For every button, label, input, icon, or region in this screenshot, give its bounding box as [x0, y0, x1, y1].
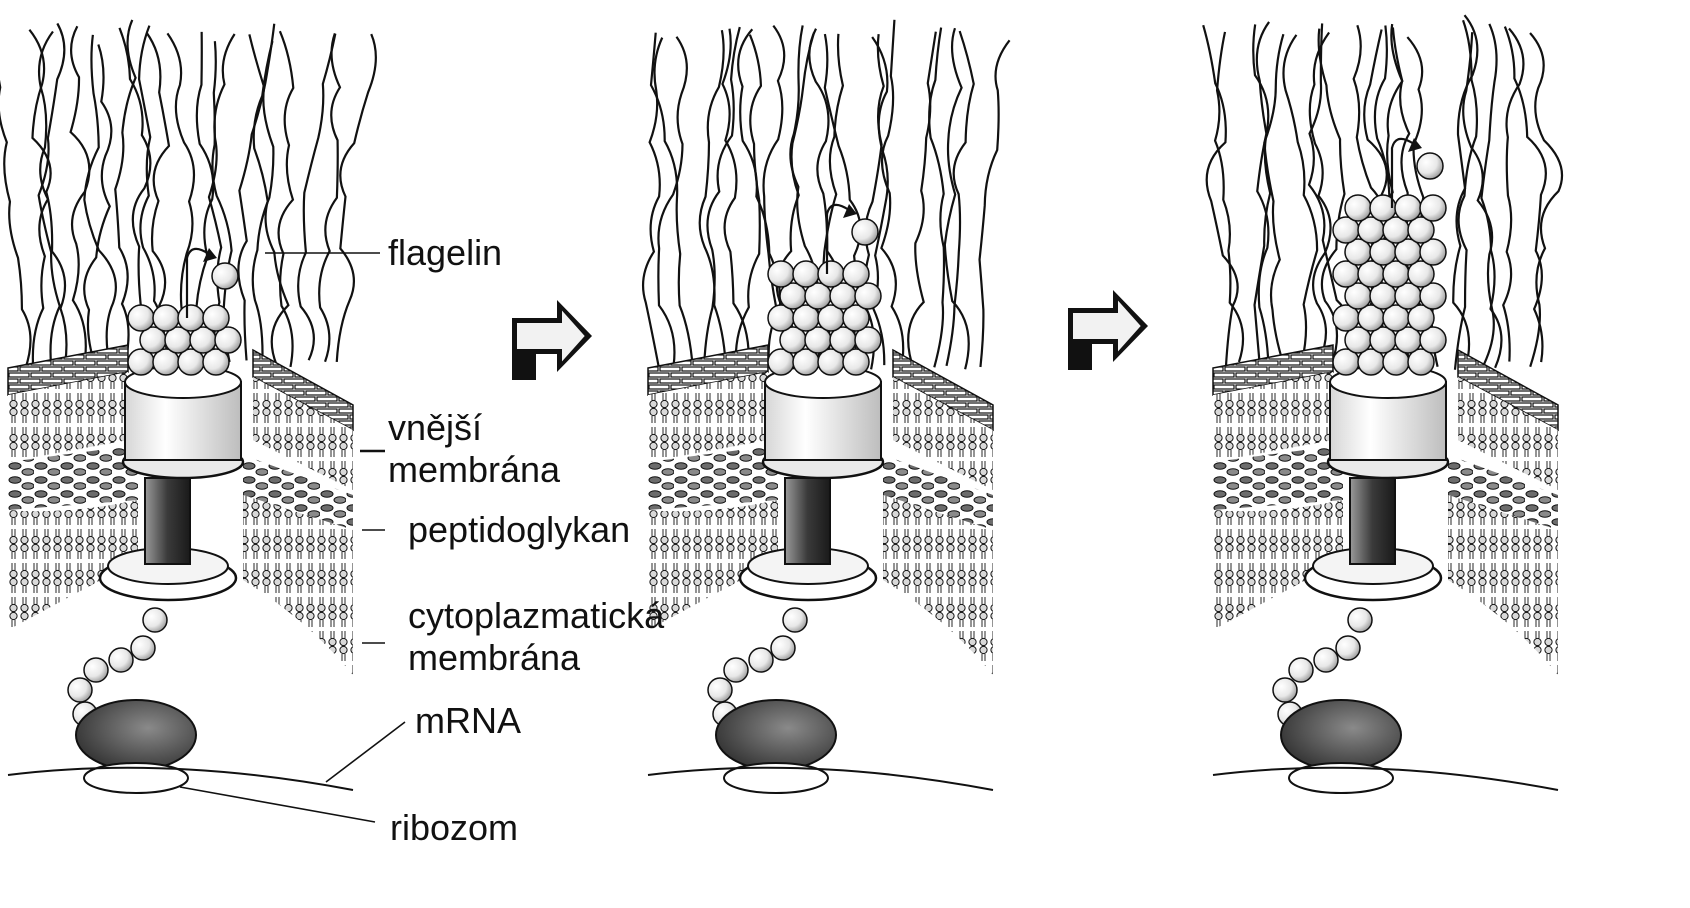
stage-1-panel: [0, 20, 376, 793]
cytoplasmic-membrane-label-line1: cytoplazmatická: [408, 595, 665, 636]
mrna-leader: [326, 722, 405, 782]
flagellin-subunit: [131, 636, 155, 660]
free-flagellin: [852, 219, 878, 245]
flagellin-subunit: [178, 305, 204, 331]
flagellin-subunit: [771, 636, 795, 660]
flagellin-subunit: [1348, 608, 1372, 632]
stage-2-panel: [643, 20, 1010, 793]
flagellin-subunit: [128, 305, 154, 331]
stage-3-panel: [1203, 15, 1562, 793]
flagellin-subunit: [724, 658, 748, 682]
transition-arrow-2: [1068, 290, 1148, 370]
outer-membrane-label-line2: membrána: [388, 449, 561, 490]
flagellin-subunit: [153, 305, 179, 331]
flagellin-subunit: [1273, 678, 1297, 702]
flagellin-subunit: [1314, 648, 1338, 672]
flagellin-subunit: [84, 658, 108, 682]
basal-rod: [145, 478, 190, 564]
flagellin-subunit: [783, 608, 807, 632]
flagellin-subunit: [1336, 636, 1360, 660]
flagellin-subunit: [1345, 195, 1371, 221]
transition-arrow-1: [512, 300, 592, 380]
flagellin-subunit: [143, 608, 167, 632]
flagellin-subunit: [68, 678, 92, 702]
ribosome-large-subunit: [716, 700, 836, 770]
ribosome-large-subunit: [1281, 700, 1401, 770]
flagellum-filament: [768, 261, 881, 375]
cytoplasmic-membrane-label-line2: membrána: [408, 637, 581, 678]
flagellum-filament: [128, 305, 241, 375]
free-flagellin: [212, 263, 238, 289]
flagellin-subunit: [203, 305, 229, 331]
flagelin-label: flagelin: [388, 232, 502, 273]
mrna-label: mRNA: [415, 700, 521, 741]
peptidoglycan-label: peptidoglykan: [408, 509, 630, 550]
flagellin-subunit: [1420, 195, 1446, 221]
flagellin-subunit: [843, 261, 869, 287]
ribosome-large-subunit: [76, 700, 196, 770]
flagellin-subunit: [708, 678, 732, 702]
flagellin-subunit: [768, 261, 794, 287]
flagellum-filament: [1333, 195, 1446, 375]
flagellin-subunit: [793, 261, 819, 287]
flagellin-subunit: [1289, 658, 1313, 682]
outer-membrane-label-line1: vnější: [388, 407, 482, 448]
ribosome-label: ribozom: [390, 807, 518, 848]
flagellin-subunit: [1395, 195, 1421, 221]
flagellin-subunit: [818, 261, 844, 287]
basal-rod: [785, 478, 830, 564]
export-arrowhead: [1408, 138, 1422, 152]
ribosome-leader: [180, 787, 375, 822]
free-flagellin: [1417, 153, 1443, 179]
basal-rod: [1350, 478, 1395, 564]
flagellin-subunit: [749, 648, 773, 672]
flagellin-subunit: [109, 648, 133, 672]
